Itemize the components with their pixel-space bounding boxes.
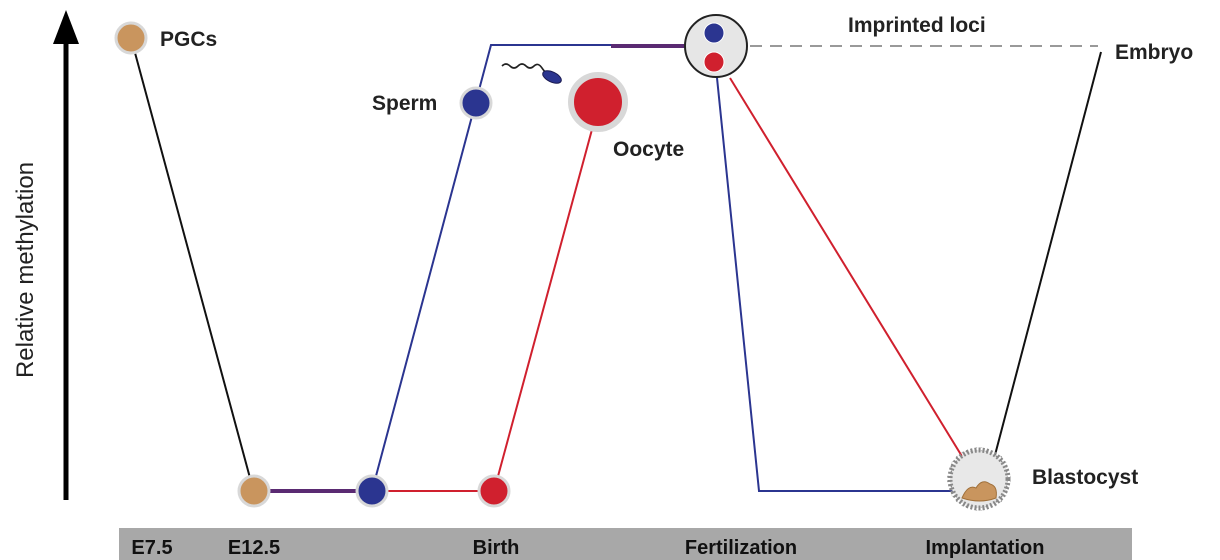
maternal-germ-cell: [479, 476, 509, 506]
label-sperm: Sperm: [372, 92, 437, 115]
y-axis: Relative methylation: [12, 10, 79, 500]
y-axis-arrowhead: [53, 10, 79, 44]
label-oocyte: Oocyte: [613, 138, 684, 161]
label-imprinted-loci: Imprinted loci: [848, 14, 986, 37]
stage-fertilization: Fertilization: [685, 537, 797, 559]
pgc-cell-e7-5: [116, 23, 146, 53]
stage-e12-5: E12.5: [228, 537, 280, 559]
sperm-icon: [502, 64, 563, 86]
zygote-icon: [685, 15, 747, 77]
label-embryo: Embryo: [1115, 41, 1193, 64]
embryo-remethylation-line: [995, 52, 1101, 455]
blastocyst-icon: [949, 449, 1009, 509]
stage-e7-5: E7.5: [131, 537, 172, 559]
paternal-germ-cell: [357, 476, 387, 506]
paternal-embryo-line: [716, 68, 967, 491]
stage-implantation: Implantation: [926, 537, 1045, 559]
pgc-cell-e12-5: [239, 476, 269, 506]
sperm-cell: [461, 88, 491, 118]
y-axis-label: Relative methylation: [12, 162, 39, 378]
maternal-embryo-line: [730, 78, 963, 458]
oocyte-cell: [571, 75, 625, 129]
stage-birth: Birth: [473, 537, 520, 559]
pgc-demethylation-line: [131, 38, 253, 489]
label-blastocyst: Blastocyst: [1032, 466, 1138, 489]
timeline: E7.5 E12.5 Birth Fertilization Implantat…: [119, 528, 1132, 560]
maternal-germline-line: [494, 100, 600, 491]
label-pgcs: PGCs: [160, 28, 217, 51]
